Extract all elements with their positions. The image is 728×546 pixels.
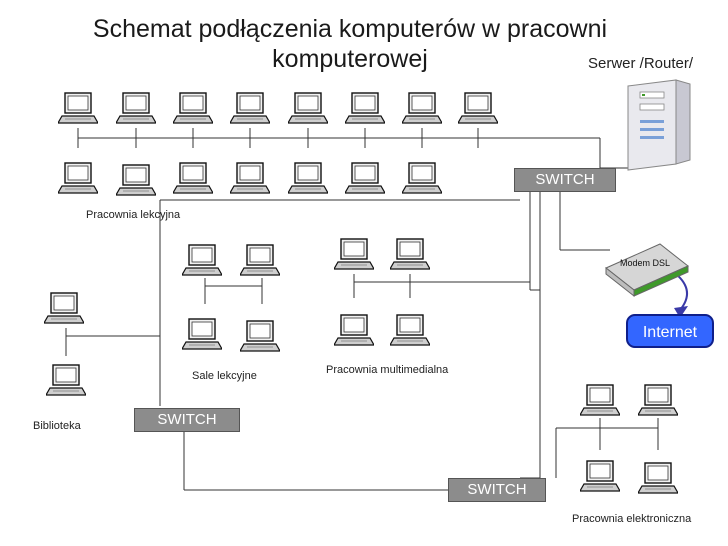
laptop-icon: [180, 318, 224, 352]
server-tower-icon: [627, 79, 691, 171]
laptop-icon: [56, 92, 100, 126]
server-label: Serwer /Router/: [588, 55, 694, 72]
laptop-icon: [171, 162, 215, 196]
room-label-lecture: Pracownia lekcyjna: [86, 209, 181, 221]
laptop-icon: [228, 162, 272, 196]
laptop-icon: [332, 314, 376, 348]
laptop-icon: [44, 364, 88, 398]
internet-node: Internet: [626, 314, 714, 348]
laptop-icon: [332, 238, 376, 272]
laptop-icon: [114, 92, 158, 126]
laptop-icon: [286, 162, 330, 196]
laptop-icon: [388, 314, 432, 348]
laptop-icon: [636, 384, 680, 418]
laptop-icon: [238, 320, 282, 354]
laptop-icon: [400, 162, 444, 196]
laptop-icon: [114, 164, 158, 198]
laptop-icon: [400, 92, 444, 126]
laptop-icon: [343, 162, 387, 196]
laptop-icon: [343, 92, 387, 126]
room-label-classrooms: Sale lekcyjne: [192, 370, 257, 382]
room-label-electronics: Pracownia elektroniczna: [572, 513, 692, 525]
laptop-icon: [171, 92, 215, 126]
room-label-multimedia: Pracownia multimedialna: [326, 364, 449, 376]
modem-label: Modem DSL: [620, 258, 671, 268]
laptop-icon: [456, 92, 500, 126]
switch-main: SWITCH: [514, 168, 616, 192]
laptop-icon: [636, 462, 680, 496]
laptop-icon: [286, 92, 330, 126]
page-title: Schemat podłączenia komputerów w pracown…: [92, 15, 608, 73]
modem-icon: [605, 243, 689, 298]
laptop-icon: [42, 292, 86, 326]
room-label-library: Biblioteka: [33, 420, 81, 432]
laptop-icon: [238, 244, 282, 278]
laptop-icon: [56, 162, 100, 196]
switch-bottom: SWITCH: [448, 478, 546, 502]
laptop-icon: [228, 92, 272, 126]
laptop-icon: [180, 244, 224, 278]
switch-left: SWITCH: [134, 408, 240, 432]
laptop-icon: [578, 460, 622, 494]
laptop-icon: [388, 238, 432, 272]
laptop-icon: [578, 384, 622, 418]
